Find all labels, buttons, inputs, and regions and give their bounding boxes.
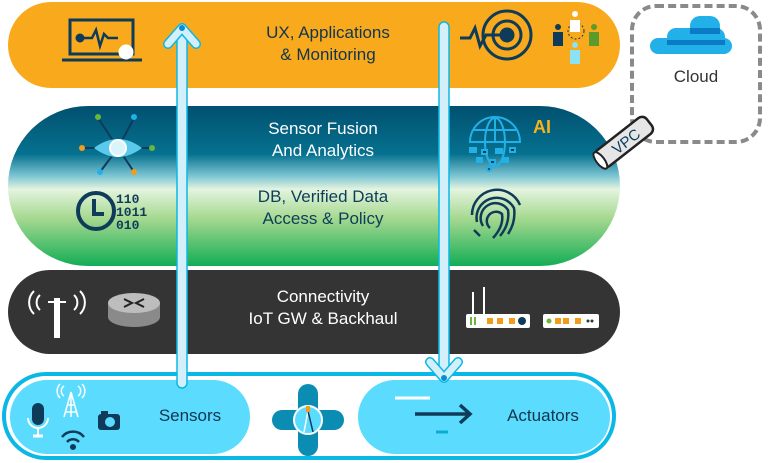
downlink-arrow [425,21,463,383]
ai-badge: AI [533,117,551,137]
router-icon [108,293,160,327]
binary-line-1: 110 [116,192,140,207]
db-access-policy-label: DB, Verified Data Access & Policy [257,187,389,228]
ux-layer-label: UX, Applications & Monitoring [266,23,390,64]
microphone-icon [27,403,49,438]
sensors-panel: Sensors [10,380,250,454]
fingerprint-icon [470,188,522,239]
modem-icon [543,314,599,328]
target-pulse-icon [460,9,533,61]
sensors-label: Sensors [158,406,222,425]
globe-data-icon [468,116,522,172]
actuators-label: Actuators [507,406,579,425]
eye-analytics-icon [79,114,155,175]
sensor-fusion-label: Sensor Fusion And Analytics [268,119,378,160]
cell-tower-icon [28,290,86,338]
clock-binary-icon: 110 1011 010 [76,191,147,233]
binary-line-3: 010 [116,218,140,233]
uplink-arrow [163,23,201,389]
arrow-right-icon [395,396,473,434]
people-network-icon [553,11,599,64]
antenna-icon [56,383,86,418]
wifi-icon [61,430,85,451]
edge-hub-icon [272,384,344,456]
actuators-panel: Actuators [358,380,610,454]
vpc-tunnel: VPC [592,115,655,170]
laptop-monitoring-icon [62,18,142,62]
connectivity-label: Connectivity IoT GW & Backhaul [248,287,398,328]
cloud-icon [650,16,732,54]
camera-icon [98,411,120,430]
cloud-box: Cloud [630,4,762,144]
cloud-label: Cloud [673,67,719,86]
wifi-gateway-icon [466,287,530,328]
binary-line-2: 1011 [116,205,147,220]
